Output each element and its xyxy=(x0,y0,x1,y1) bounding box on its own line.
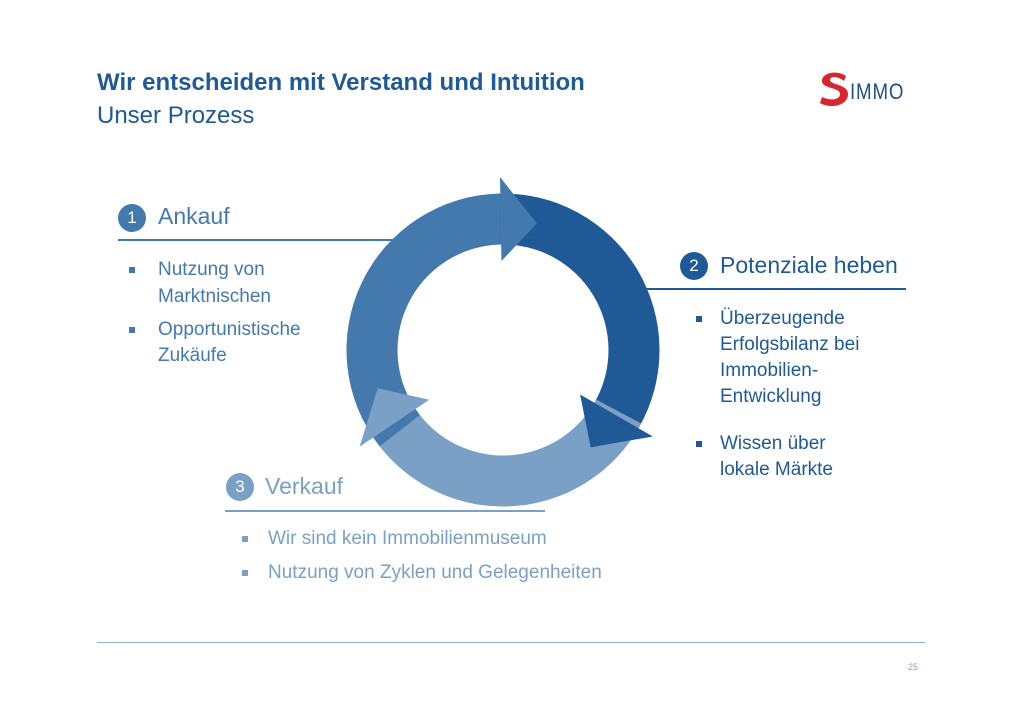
page-number: 25 xyxy=(908,662,919,672)
step-1-bullet-2b: Zukäufe xyxy=(158,345,227,366)
step-3-number-badge: 3 xyxy=(226,473,254,501)
bullet-icon xyxy=(696,441,702,447)
step-3-bullet-2: Nutzung von Zyklen und Gelegenheiten xyxy=(268,562,602,583)
step-2-divider xyxy=(645,288,906,290)
bullet-icon xyxy=(242,536,248,542)
step-2-bullet-1b: Erfolgsbilanz bei xyxy=(720,334,860,355)
bullet-icon xyxy=(696,316,702,322)
logo-text: IMMO xyxy=(850,79,905,104)
bullet-icon xyxy=(129,327,135,333)
step-2-bullet-1d: Entwicklung xyxy=(720,386,822,407)
bullet-icon xyxy=(129,267,135,273)
step-1-title: Ankauf xyxy=(158,203,230,229)
step-3-arrow-head-icon xyxy=(359,388,430,447)
step-2-bullet-2b: lokale Märkte xyxy=(720,459,833,480)
step-1-number-badge: 1 xyxy=(118,204,146,232)
step-3-title: Verkauf xyxy=(265,473,343,499)
step-2-bullet-2a: Wissen über xyxy=(720,433,826,454)
slide-title: Wir entscheiden mit Verstand und Intuiti… xyxy=(97,69,585,96)
step-2-number-badge: 2 xyxy=(680,252,708,280)
step-1-arrow-head-icon xyxy=(499,177,537,262)
step-2-arrow-head-icon xyxy=(580,394,653,448)
step-1-divider xyxy=(118,239,396,241)
bullet-icon xyxy=(242,570,248,576)
step-3-bullet-1: Wir sind kein Immobilienmuseum xyxy=(268,528,547,549)
s-immo-logo: IMMO xyxy=(818,70,928,108)
footer-divider xyxy=(97,642,925,643)
step-3-arrow-body xyxy=(373,399,642,507)
step-1-arrow-body xyxy=(346,193,502,447)
step-1-bullet-2a: Opportunistische xyxy=(158,319,301,340)
step-1-bullet-1b: Marktnischen xyxy=(158,286,271,307)
step-2-arrow-body xyxy=(497,193,660,429)
step-2-bullet-1c: Immobilien- xyxy=(720,360,819,381)
step-2-title: Potenziale heben xyxy=(720,252,898,278)
step-1-bullet-1a: Nutzung von xyxy=(158,259,265,280)
step-3-divider xyxy=(225,510,545,512)
step-2-bullet-1a: Überzeugende xyxy=(720,308,845,329)
slide-subtitle: Unser Prozess xyxy=(97,102,255,129)
logo-s-icon xyxy=(820,72,848,106)
